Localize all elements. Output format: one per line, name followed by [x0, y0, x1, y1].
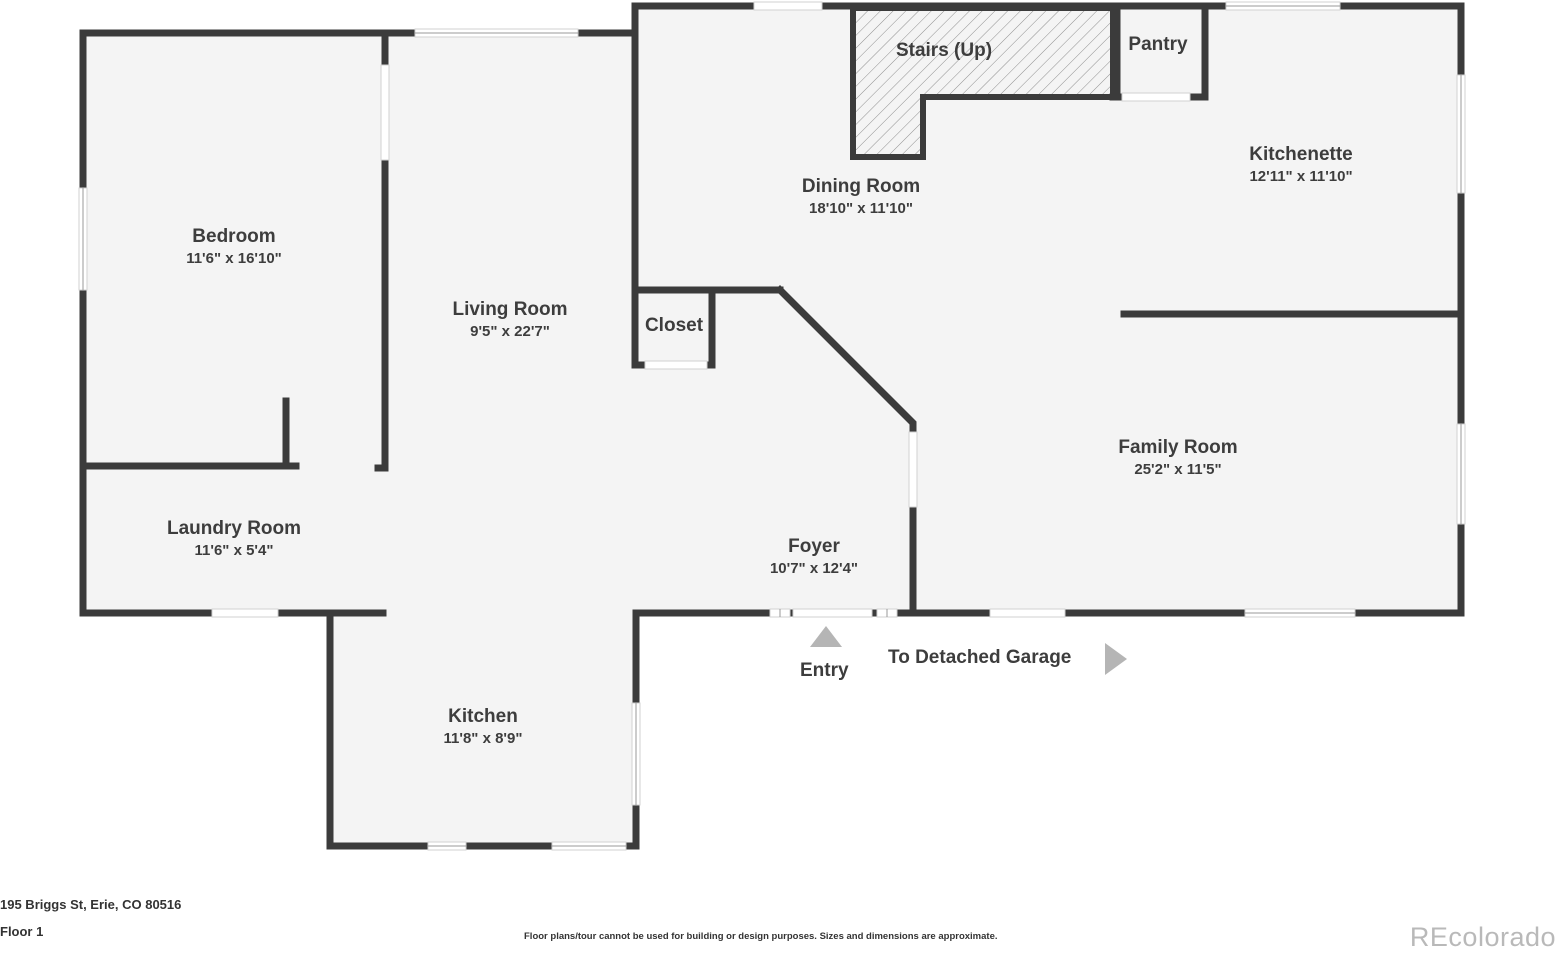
room-label-dining-room: Dining Room 18'10" x 11'10" — [802, 176, 920, 218]
entry-label: Entry — [800, 660, 849, 681]
room-dimensions: 25'2" x 11'5" — [1134, 461, 1222, 478]
entry-arrow-icon — [810, 626, 842, 647]
room-name: Pantry — [1128, 34, 1188, 55]
window — [908, 431, 918, 508]
room-name: Bedroom — [192, 226, 276, 247]
brand-logo: REcolorado — [1409, 922, 1556, 952]
window — [1121, 92, 1191, 102]
room-name: Closet — [644, 315, 704, 336]
window — [211, 608, 279, 618]
room-label-living-room: Living Room 9'5" x 22'7" — [452, 299, 567, 341]
room-name: Living Room — [452, 299, 568, 320]
room-label-kitchenette: Kitchenette 12'11" x 11'10" — [1249, 144, 1352, 186]
room-name: Laundry Room — [166, 518, 302, 539]
window — [989, 608, 1066, 618]
room-name: Family Room — [1118, 437, 1238, 458]
room-name: Foyer — [788, 536, 840, 557]
room-label-pantry: Pantry — [1128, 34, 1187, 56]
room-label-closet: Closet — [645, 315, 703, 337]
room-name: Dining Room — [801, 176, 921, 197]
room-dimensions: 10'7" x 12'4" — [769, 560, 859, 577]
window — [644, 360, 708, 370]
room-label-kitchen: Kitchen 11'8" x 8'9" — [444, 706, 523, 748]
floor-text: Floor 1 — [0, 924, 44, 939]
room-label-stairs: Stairs (Up) — [896, 40, 992, 62]
window — [380, 64, 390, 161]
room-label-foyer: Foyer 10'7" x 12'4" — [770, 536, 858, 578]
room-label-family-room: Family Room 25'2" x 11'5" — [1118, 437, 1237, 479]
room-dimensions: 12'11" x 11'10" — [1249, 168, 1353, 185]
garage-arrow-icon — [1105, 643, 1127, 675]
window-mullions — [82, 5, 1462, 847]
window — [753, 1, 823, 11]
walls — [79, 2, 1465, 850]
room-dimensions: 11'6" x 5'4" — [194, 542, 274, 559]
room-label-bedroom: Bedroom 11'6" x 16'10" — [186, 226, 282, 268]
room-label-laundry-room: Laundry Room 11'6" x 5'4" — [167, 518, 301, 560]
room-dimensions: 9'5" x 22'7" — [470, 323, 550, 340]
garage-label: To Detached Garage — [888, 647, 1072, 668]
room-dimensions: 11'6" x 16'10" — [186, 250, 282, 267]
entry-door — [792, 608, 873, 618]
room-name: Stairs (Up) — [895, 40, 993, 61]
room-dimensions: 11'8" x 8'9" — [443, 730, 523, 747]
room-dimensions: 18'10" x 11'10" — [809, 200, 913, 217]
floor-area — [83, 8, 1461, 846]
disclaimer-text: Floor plans/tour cannot be used for buil… — [524, 931, 998, 942]
room-name: Kitchen — [448, 706, 518, 727]
address-text: 195 Briggs St, Erie, CO 80516 — [0, 897, 182, 912]
room-name: Kitchenette — [1249, 144, 1353, 165]
